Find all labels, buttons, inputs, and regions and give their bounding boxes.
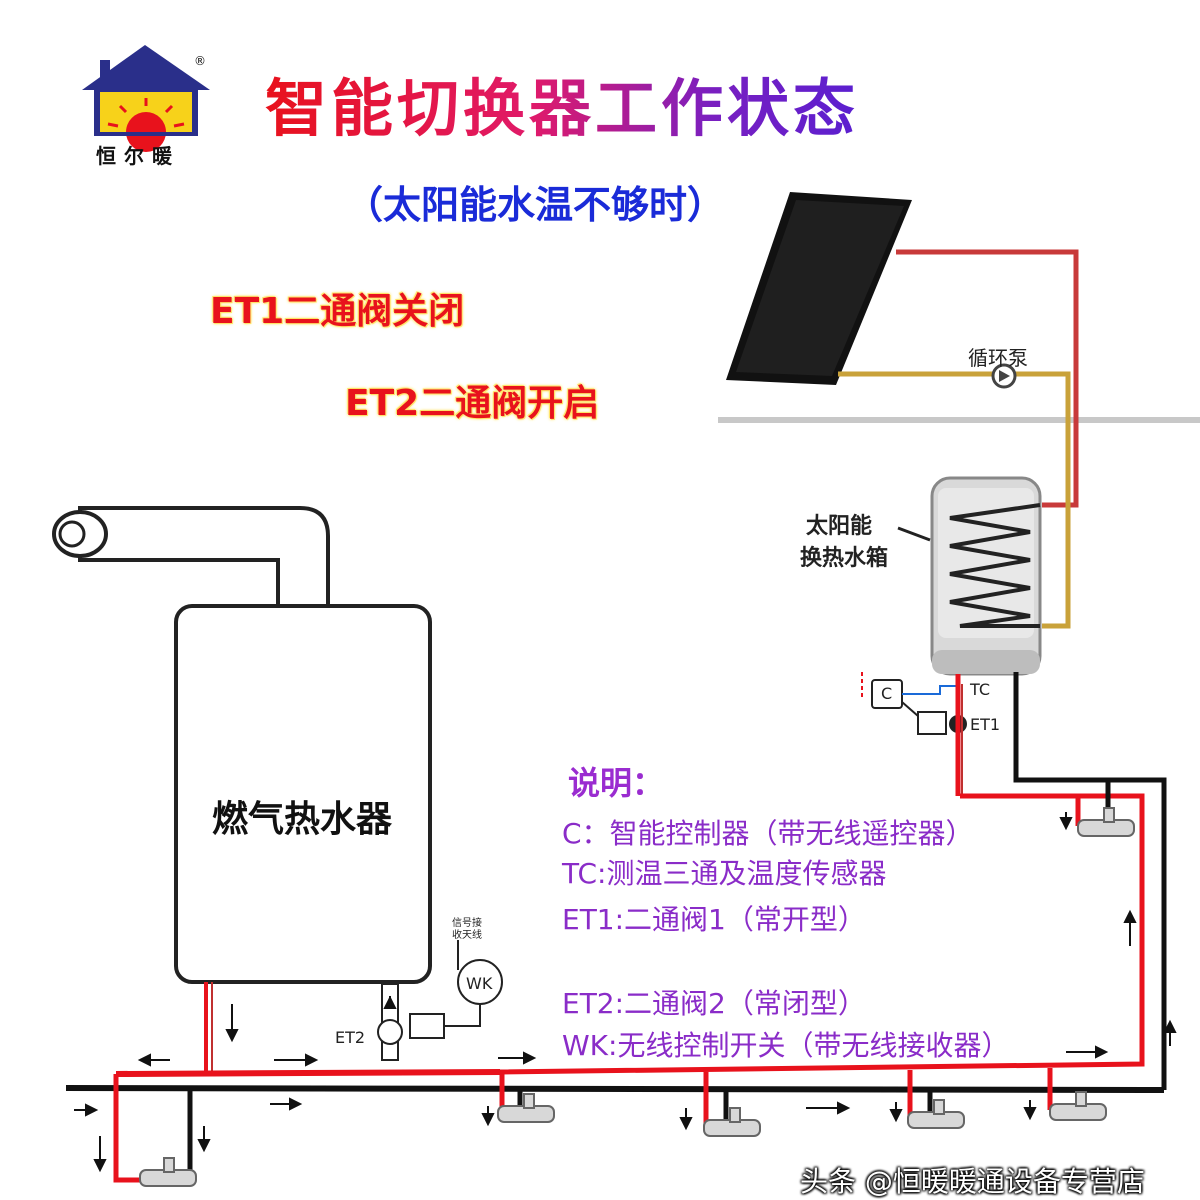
solar-panel-icon — [726, 192, 912, 385]
et2-label: ET2 — [335, 1028, 366, 1047]
solar-return-pipe — [838, 371, 1071, 629]
pump-icon — [991, 363, 1017, 389]
watermark: 头条 @恒暖暖通设备专营店 — [800, 1165, 1145, 1198]
main-hot-pipe — [115, 1069, 501, 1077]
solar-hot-pipe — [896, 249, 1079, 508]
tank-cold-pipe — [1013, 672, 1167, 1090]
legend-item: ET2:二通阀2（常闭型） — [562, 987, 866, 1020]
tank-label-line1: 太阳能 — [806, 514, 873, 539]
logo-text: 恒尔暖 — [96, 144, 180, 168]
registered-mark: ® — [194, 54, 206, 68]
heater-label: 燃气热水器 — [212, 799, 393, 840]
page-subtitle: （太阳能水温不够时） — [345, 183, 726, 227]
arrow-icon — [74, 812, 1177, 1173]
legend-item: ET1:二通阀1（常开型） — [562, 903, 866, 936]
house-logo-icon — [82, 45, 210, 152]
page-title: 智能切换器工作状态 — [265, 58, 859, 148]
controller-c — [861, 672, 956, 709]
gas-heater — [52, 506, 432, 984]
wk-label: WK — [466, 974, 493, 993]
legend-item: TC:测温三通及温度传感器 — [562, 857, 887, 890]
left-hot-drop — [113, 1074, 150, 1183]
tank-hot-pipe — [499, 793, 1145, 1075]
faucet-icon — [139, 807, 1135, 1187]
pump-label: 循环泵 — [968, 346, 1028, 370]
valve-icon-et2 — [377, 983, 481, 1061]
legend-item: WK:无线控制开关（带无线接收器） — [562, 1029, 1010, 1062]
main-cold-pipe — [65, 1085, 1165, 1093]
tank-coil-icon — [897, 476, 1042, 676]
c-label: C — [881, 684, 893, 703]
et1-label: ET1 — [970, 715, 1001, 734]
legend-item: C：智能控制器（带无线遥控器） — [562, 817, 974, 850]
status-et1: ET1二通阀关闭 — [210, 291, 465, 332]
legend-heading: 说明： — [568, 764, 665, 802]
antenna-label: 信号接 收天线 — [452, 918, 482, 941]
wk-switch — [457, 940, 503, 1005]
tc-label: TC — [970, 680, 991, 699]
status-et2: ET2二通阀开启 — [345, 383, 600, 424]
tank-label-line2: 换热水箱 — [800, 546, 889, 571]
